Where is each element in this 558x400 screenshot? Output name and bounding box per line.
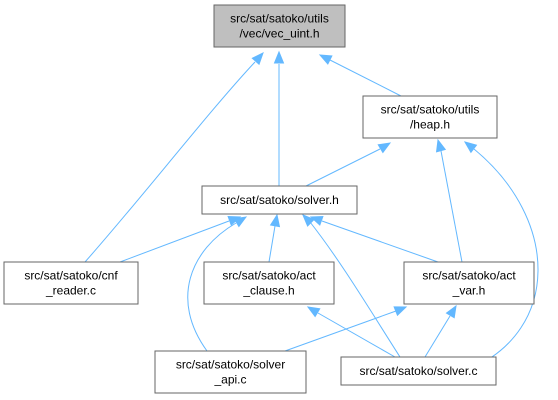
node-solver-c[interactable]: src/sat/satoko/solver.c bbox=[340, 356, 497, 386]
edge-solver_c-to-solver_h bbox=[302, 214, 401, 358]
node-label: src/sat/satoko/solver.c bbox=[359, 364, 477, 378]
edge-act_var-to-heap bbox=[435, 138, 463, 263]
edges-layer bbox=[84, 50, 539, 370]
node-label: _clause.h bbox=[242, 284, 294, 298]
edge-line bbox=[119, 220, 230, 263]
edge-line bbox=[321, 220, 439, 263]
node-cnf-reader[interactable]: src/sat/satoko/cnf_reader.c bbox=[3, 261, 139, 305]
nodes-layer: src/sat/satoko/utils/vec/vec_uint.hsrc/s… bbox=[3, 4, 535, 394]
node-label: src/sat/satoko/utils bbox=[381, 103, 480, 117]
edge-line bbox=[309, 221, 401, 358]
node-box[interactable] bbox=[201, 185, 358, 215]
node-label: src/sat/satoko/utils bbox=[230, 12, 329, 26]
edge-act_var-to-solver_h bbox=[309, 216, 439, 263]
arrowhead-icon bbox=[302, 214, 315, 227]
arrowhead-icon bbox=[233, 216, 248, 228]
edge-line bbox=[305, 148, 381, 187]
edge-line bbox=[187, 222, 237, 352]
edge-act_clause-to-solver_h bbox=[268, 213, 281, 263]
arrowhead-icon bbox=[318, 54, 333, 65]
arrowhead-icon bbox=[273, 50, 285, 64]
arrowhead-icon bbox=[445, 304, 457, 319]
arrowhead-icon bbox=[306, 306, 321, 318]
arrowhead-icon bbox=[251, 52, 264, 66]
edge-solver_c-to-act_clause bbox=[306, 306, 396, 358]
arrowhead-icon bbox=[463, 141, 478, 154]
edge-line bbox=[317, 312, 396, 358]
edge-solver_c-to-act_var bbox=[424, 304, 457, 358]
node-box[interactable] bbox=[213, 4, 346, 48]
node-box[interactable] bbox=[403, 261, 535, 305]
edge-solver_api-to-act_var bbox=[284, 306, 408, 352]
node-box[interactable] bbox=[3, 261, 139, 305]
arrowhead-icon bbox=[269, 213, 281, 228]
arrowhead-icon bbox=[393, 306, 408, 317]
node-label: _reader.c bbox=[45, 284, 96, 298]
arrowhead-icon bbox=[309, 216, 324, 226]
node-box[interactable] bbox=[203, 261, 335, 305]
node-label: _api.c bbox=[213, 373, 246, 387]
edge-cnf_reader-to-solver_h bbox=[119, 216, 242, 263]
node-label: /heap.h bbox=[410, 118, 450, 132]
node-solver-h[interactable]: src/sat/satoko/solver.h bbox=[201, 185, 358, 215]
edge-line bbox=[84, 61, 256, 263]
node-label: /vec/vec_uint.h bbox=[239, 27, 319, 41]
node-box[interactable] bbox=[362, 95, 498, 139]
node-box[interactable] bbox=[154, 350, 307, 394]
node-solver-api[interactable]: src/sat/satoko/solver_api.c bbox=[154, 350, 307, 394]
edge-solver_c-to-heap bbox=[463, 141, 539, 370]
node-act-clause[interactable]: src/sat/satoko/act_clause.h bbox=[203, 261, 335, 305]
node-label: src/sat/satoko/solver.h bbox=[220, 193, 339, 207]
edge-line bbox=[268, 225, 276, 263]
edge-solver_h-to-heap bbox=[305, 142, 392, 187]
edge-line bbox=[284, 310, 397, 352]
edge-solver_api-to-solver_h bbox=[187, 216, 248, 352]
node-label: src/sat/satoko/solver bbox=[176, 358, 285, 372]
edge-line bbox=[440, 150, 463, 263]
node-label: src/sat/satoko/act bbox=[222, 269, 316, 283]
arrowhead-icon bbox=[377, 142, 392, 154]
edge-line bbox=[469, 148, 539, 370]
edge-heap-to-vec_uint bbox=[318, 54, 402, 97]
node-vec-uint[interactable]: src/sat/satoko/utils/vec/vec_uint.h bbox=[213, 4, 346, 48]
node-label: src/sat/satoko/cnf bbox=[24, 269, 118, 283]
edge-line bbox=[329, 59, 402, 97]
node-label: src/sat/satoko/act bbox=[422, 269, 516, 283]
node-box[interactable] bbox=[340, 356, 497, 386]
edge-cnf_reader-to-vec_uint bbox=[84, 52, 264, 263]
node-label: _var.h bbox=[452, 284, 486, 298]
arrowhead-icon bbox=[435, 138, 447, 153]
node-heap[interactable]: src/sat/satoko/utils/heap.h bbox=[362, 95, 498, 139]
node-act-var[interactable]: src/sat/satoko/act_var.h bbox=[403, 261, 535, 305]
edge-line bbox=[424, 315, 451, 358]
edge-solver_h-to-vec_uint bbox=[273, 50, 285, 186]
